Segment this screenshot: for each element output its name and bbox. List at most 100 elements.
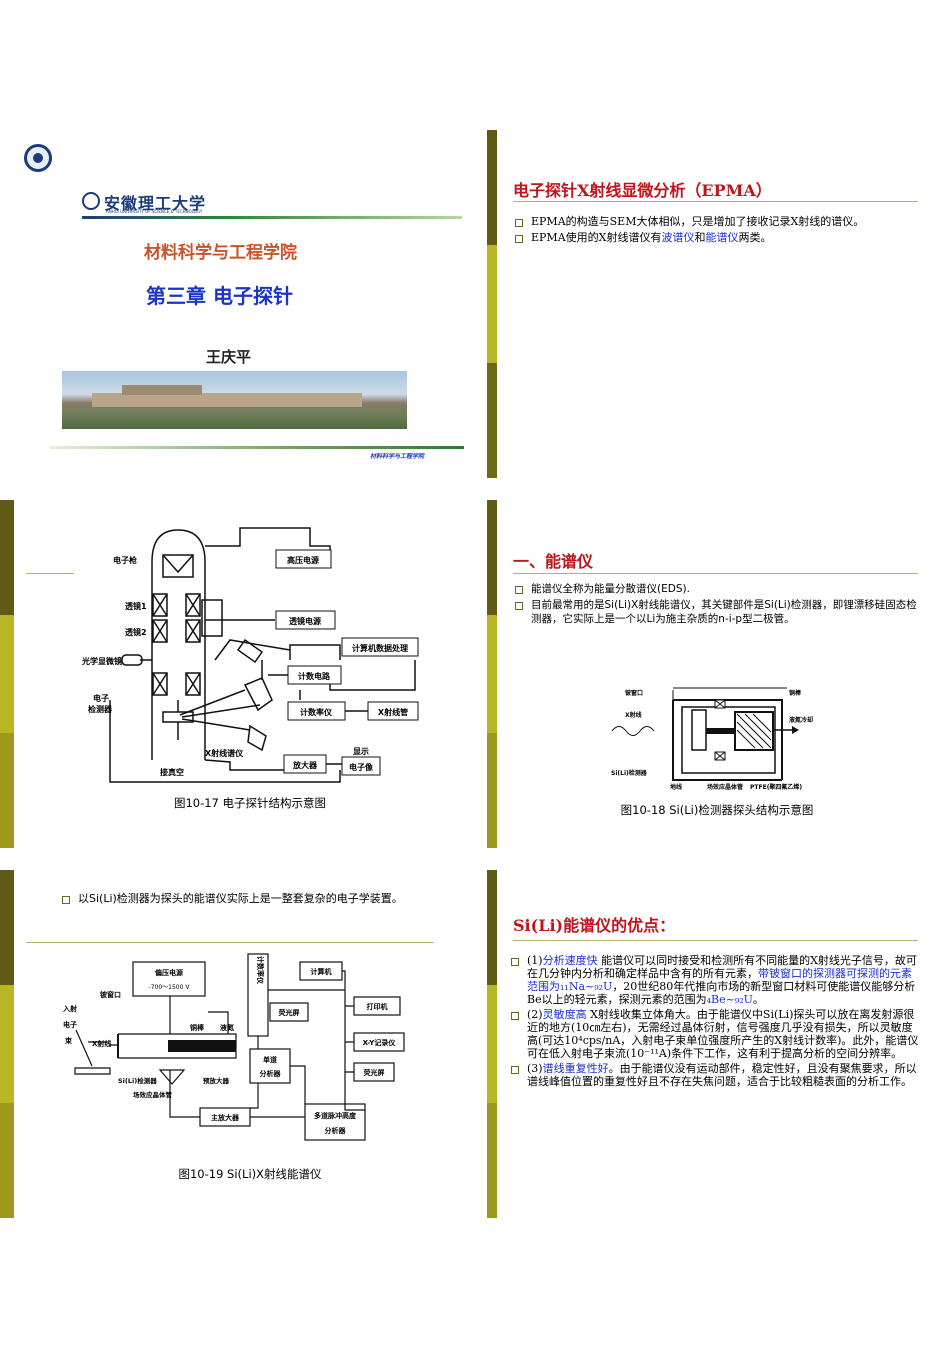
highlight-text: 带铍窗口的探测器可探测的元素范围为₁₁Na~₉₂U bbox=[527, 967, 912, 993]
bullet-item: EPMA的构造与SEM大体相似，只是增加了接收记录X射线的谱仪。 bbox=[513, 215, 923, 229]
label-mca-2: 分析器 bbox=[325, 1126, 347, 1135]
label-count: 计数电路 bbox=[298, 671, 331, 681]
slide-side-bar bbox=[487, 130, 497, 478]
label-ln: 液氮 bbox=[220, 1023, 234, 1032]
slide-1-title: 安徽理工大学 ANHUI UNIVERSITY OF SCIENCE & TEC… bbox=[20, 130, 470, 465]
slide-2-epma: 电子探针X射线显微分析（EPMA） EPMA的构造与SEM大体相似，只是增加了接… bbox=[487, 130, 932, 478]
label-computer: 计算机数据处理 bbox=[352, 643, 408, 653]
bullet-text: EPMA的构造与SEM大体相似，只是增加了接收记录X射线的谱仪。 bbox=[531, 215, 865, 228]
bullet-text: (3) bbox=[527, 1062, 543, 1075]
label-detector-1: 电子 bbox=[93, 693, 109, 703]
bullet-item: 以Si(Li)检测器为探头的能谱仪实际上是一整套复杂的电子学装置。 bbox=[60, 892, 440, 906]
bullet-list: EPMA的构造与SEM大体相似，只是增加了接收记录X射线的谱仪。 EPMA使用的X… bbox=[513, 215, 923, 247]
slide-3-epma-diagram: 高压电源 透镜电源 计算机数据处理 计数电路 计数率仪 X射线管 放大器 显示 … bbox=[0, 500, 470, 848]
slide-6-advantages: Si(Li)能谱仪的优点： (1)分析速度快 能谱仪可以同时接受和检测所有不同能… bbox=[487, 870, 932, 1218]
label-preamp: 预放大器 bbox=[203, 1076, 230, 1085]
label-xray: X射线 bbox=[625, 711, 642, 719]
label-rate: 计数率仪 bbox=[300, 707, 333, 717]
bullet-list: 能谱仪全称为能量分散谱仪(EDS). 目前最常用的是Si(Li)X射线能谱仪，其关… bbox=[513, 582, 918, 628]
label-be: 铍窗口 bbox=[625, 689, 643, 697]
label-fet: 场效应晶体管 bbox=[707, 783, 743, 791]
highlight-text: 灵敏度高 bbox=[542, 1008, 587, 1021]
university-name: 安徽理工大学 bbox=[104, 194, 207, 213]
label-display-2: 电子像 bbox=[349, 762, 374, 772]
bullet-text: EPMA使用的X射线谱仪有 bbox=[531, 231, 662, 244]
label-xy: X-Y记录仪 bbox=[363, 1038, 397, 1047]
corner-logo-icon bbox=[24, 144, 52, 172]
university-logo-icon bbox=[82, 192, 100, 210]
label-xtube: X射线管 bbox=[378, 707, 408, 717]
bullet-text: 。由于能谱仪没有运动部件，稳定性好，且没有聚焦要求，所以谱线峰值位置的重复性好且… bbox=[527, 1062, 917, 1088]
label-amp: 放大器 bbox=[292, 760, 318, 770]
school-name: 材料科学与工程学院 bbox=[144, 243, 297, 263]
label-fet: 场效应晶体管 bbox=[133, 1090, 173, 1099]
bullet-text: 能谱仪可以同时接受和检测所有不同能量的X射线光子信号，故可在几分钟内分析和确定样… bbox=[527, 954, 917, 980]
slide-title: 电子探针X射线显微分析（EPMA） bbox=[513, 181, 772, 200]
label-spectro: X射线谱仪 bbox=[205, 748, 244, 758]
slide-side-bar bbox=[0, 500, 14, 848]
bullet-text: X射线收集立体角大。由于能谱仪中Si(Li)探头可以放在离发射源很近的地方(10… bbox=[527, 1008, 919, 1060]
sili-detector-diagram: 铍窗口 X射线 铜棒 液氮冷却 Si(Li)检测器 地线 场效应晶体管 PTFE… bbox=[611, 687, 813, 791]
label-incident-3: 束 bbox=[65, 1036, 73, 1045]
label-display-1: 显示 bbox=[353, 747, 369, 756]
slide-5-eds-system: 以Si(Li)检测器为探头的能谱仪实际上是一整套复杂的电子学装置。 bbox=[0, 870, 470, 1218]
label-copper: 铜棒 bbox=[190, 1023, 205, 1032]
bullet-text: ，20世纪80年代推向市场的新型窗口材料可使能谱仪能够分析Be以上的轻元素，探测… bbox=[527, 980, 916, 1006]
label-ground: 地线 bbox=[670, 783, 682, 791]
highlight-text: 能谱仪 bbox=[705, 231, 739, 244]
label-be: 铍窗口 bbox=[99, 990, 121, 999]
figure-caption: 图10-17 电子探针结构示意图 bbox=[173, 796, 327, 810]
slide-side-bar bbox=[487, 870, 497, 1218]
label-incident-2: 电子 bbox=[63, 1020, 77, 1029]
figure-caption: 图10-19 Si(Li)X射线能谱仪 bbox=[178, 1167, 322, 1181]
slide-4-eds: 一、能谱仪 能谱仪全称为能量分散谱仪(EDS). 目前最常用的是Si(Li)X射线… bbox=[487, 500, 932, 848]
author-name: 王庆平 bbox=[206, 348, 252, 366]
label-analyzer-1: 单道 bbox=[263, 1055, 277, 1064]
bullet-item: 能谱仪全称为能量分散谱仪(EDS). bbox=[513, 582, 918, 596]
label-hv-2: -700～1500 V bbox=[149, 984, 191, 991]
bullet-list: 以Si(Li)检测器为探头的能谱仪实际上是一整套复杂的电子学装置。 bbox=[60, 892, 440, 908]
header-stripe bbox=[82, 216, 462, 219]
bullet-text: 能谱仪全称为能量分散谱仪(EDS). bbox=[531, 583, 690, 595]
bullet-text: 。 bbox=[752, 993, 764, 1006]
highlight-text: ₄Be~₉₂U bbox=[706, 993, 753, 1006]
epma-structure-diagram: 高压电源 透镜电源 计算机数据处理 计数电路 计数率仪 X射线管 放大器 显示 … bbox=[81, 527, 419, 783]
label-gun: 电子枪 bbox=[113, 555, 137, 565]
label-hv-1: 偏压电源 bbox=[155, 968, 183, 977]
bullet-item: EPMA使用的X射线谱仪有波谱仪和能谱仪两类。 bbox=[513, 231, 923, 245]
chapter-title: 第三章 电子探针 bbox=[146, 284, 293, 308]
title-rule bbox=[513, 940, 918, 941]
label-printer: 打印机 bbox=[367, 1002, 388, 1011]
label-lens2: 透镜2 bbox=[125, 627, 147, 637]
title-rule bbox=[26, 942, 434, 943]
bullet-item: (2)灵敏度高 X射线收集立体角大。由于能谱仪中Si(Li)探头可以放在离发射源… bbox=[509, 1008, 919, 1060]
bullet-text: (1) bbox=[527, 954, 543, 967]
figure-caption: 图10-18 Si(Li)检测器探头结构示意图 bbox=[620, 803, 814, 817]
highlight-text: 分析速度快 bbox=[542, 954, 598, 967]
label-analyzer-2: 分析器 bbox=[260, 1069, 282, 1078]
highlight-text: 谱线重复性好 bbox=[542, 1062, 609, 1075]
label-mainamp: 主放大器 bbox=[211, 1113, 240, 1122]
bullet-item: 目前最常用的是Si(Li)X射线能谱仪，其关键部件是Si(Li)检测器，即锂漂移… bbox=[513, 598, 918, 626]
title-rule bbox=[513, 573, 918, 574]
bullet-list: (1)分析速度快 能谱仪可以同时接受和检测所有不同能量的X射线光子信号，故可在几… bbox=[509, 954, 919, 1090]
label-mca-1: 多道脉冲高度 bbox=[314, 1111, 357, 1120]
label-xray: X射线 bbox=[92, 1039, 111, 1048]
label-det: Si(Li)检测器 bbox=[611, 769, 648, 777]
footer-school: 材料科学与工程学院 bbox=[370, 453, 425, 460]
label-lens-power: 透镜电源 bbox=[289, 616, 321, 626]
highlight-text: 波谱仪 bbox=[661, 231, 695, 244]
label-copper: 铜棒 bbox=[789, 689, 802, 697]
bullet-text: 和 bbox=[694, 231, 706, 244]
label-detector-2: 检测器 bbox=[88, 704, 113, 714]
slide-side-bar bbox=[487, 500, 497, 848]
slide-title: 一、能谱仪 bbox=[513, 552, 594, 571]
label-counter: 计数率仪 bbox=[256, 956, 265, 985]
label-optical: 光学显微镜 bbox=[81, 656, 122, 666]
label-lens1: 透镜1 bbox=[125, 601, 147, 611]
title-rule bbox=[513, 201, 918, 202]
label-screen2: 荧光屏 bbox=[364, 1068, 385, 1077]
university-name-en: ANHUI UNIVERSITY OF SCIENCE & TECHNOLOGY bbox=[106, 209, 203, 214]
bullet-item: (1)分析速度快 能谱仪可以同时接受和检测所有不同能量的X射线光子信号，故可在几… bbox=[509, 954, 919, 1006]
label-ptfe: PTFE(聚四氟乙烯) bbox=[750, 783, 802, 791]
